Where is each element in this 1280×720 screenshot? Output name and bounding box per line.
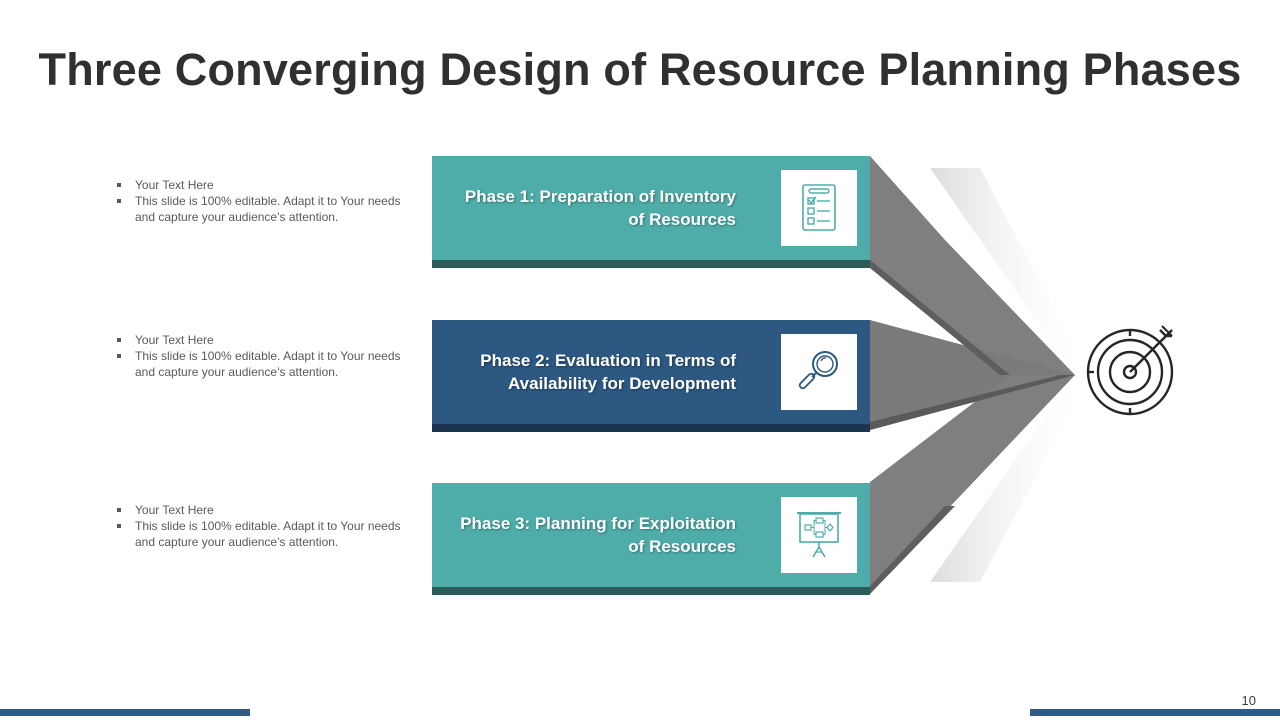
phase-2-label: Phase 2: Evaluation in Terms of Availabi… — [480, 351, 736, 393]
arrow-arm-bottom — [870, 375, 1075, 594]
target-arrow-icon — [1086, 325, 1174, 416]
bullet-body: This slide is 100% editable. Adapt it to… — [116, 518, 416, 550]
phase-1-bar: Phase 1: Preparation of Inventory of Res… — [432, 156, 770, 268]
page-title: Three Converging Design of Resource Plan… — [38, 44, 1242, 96]
phase-1-label: Phase 1: Preparation of Inventory of Res… — [464, 187, 736, 229]
flowchart-board-icon — [797, 512, 841, 558]
description-block-2: Your Text Here This slide is 100% editab… — [116, 332, 416, 380]
phase-1-icon-panel — [770, 156, 870, 268]
magnifier-icon — [798, 351, 838, 390]
page-number: 10 — [1241, 693, 1256, 708]
phase-2-icon-panel-shadow — [770, 424, 870, 432]
phase-2-bar-shadow — [432, 424, 770, 432]
phase-2-icon-box — [781, 334, 857, 410]
phase-1-icon-panel-shadow — [770, 260, 870, 268]
checklist-icon — [802, 184, 836, 231]
arrow-edge-bottom — [870, 506, 955, 594]
phase-3-bar: Phase 3: Planning for Exploitation of Re… — [432, 483, 770, 595]
arrow-edge-middle — [870, 375, 1075, 430]
phase-3-bar-shadow — [432, 587, 770, 595]
bullet-body: This slide is 100% editable. Adapt it to… — [116, 348, 416, 380]
bullet-heading: Your Text Here — [116, 332, 416, 348]
arrow-arm-middle — [870, 320, 1075, 430]
phase-2-bar: Phase 2: Evaluation in Terms of Availabi… — [432, 320, 770, 432]
bullet-body: This slide is 100% editable. Adapt it to… — [116, 193, 416, 225]
bullet-heading: Your Text Here — [116, 177, 416, 193]
phase-2-icon-panel — [770, 320, 870, 432]
phase-3-label: Phase 3: Planning for Exploitation of Re… — [460, 514, 736, 556]
phase-3-icon-box — [781, 497, 857, 573]
arrow-edge-top — [870, 260, 1010, 375]
arrow-arm-top — [870, 156, 1075, 375]
phase-3-icon-panel-shadow — [770, 587, 870, 595]
footer-accent-bar-right — [1030, 709, 1280, 716]
description-block-3: Your Text Here This slide is 100% editab… — [116, 502, 416, 550]
phase-3-icon-panel — [770, 483, 870, 595]
footer-accent-bar-left — [0, 709, 250, 716]
bullet-heading: Your Text Here — [116, 502, 416, 518]
phase-1-icon-box — [781, 170, 857, 246]
arrow-shadow — [930, 168, 1090, 582]
description-block-1: Your Text Here This slide is 100% editab… — [116, 177, 416, 225]
phase-1-bar-shadow — [432, 260, 770, 268]
